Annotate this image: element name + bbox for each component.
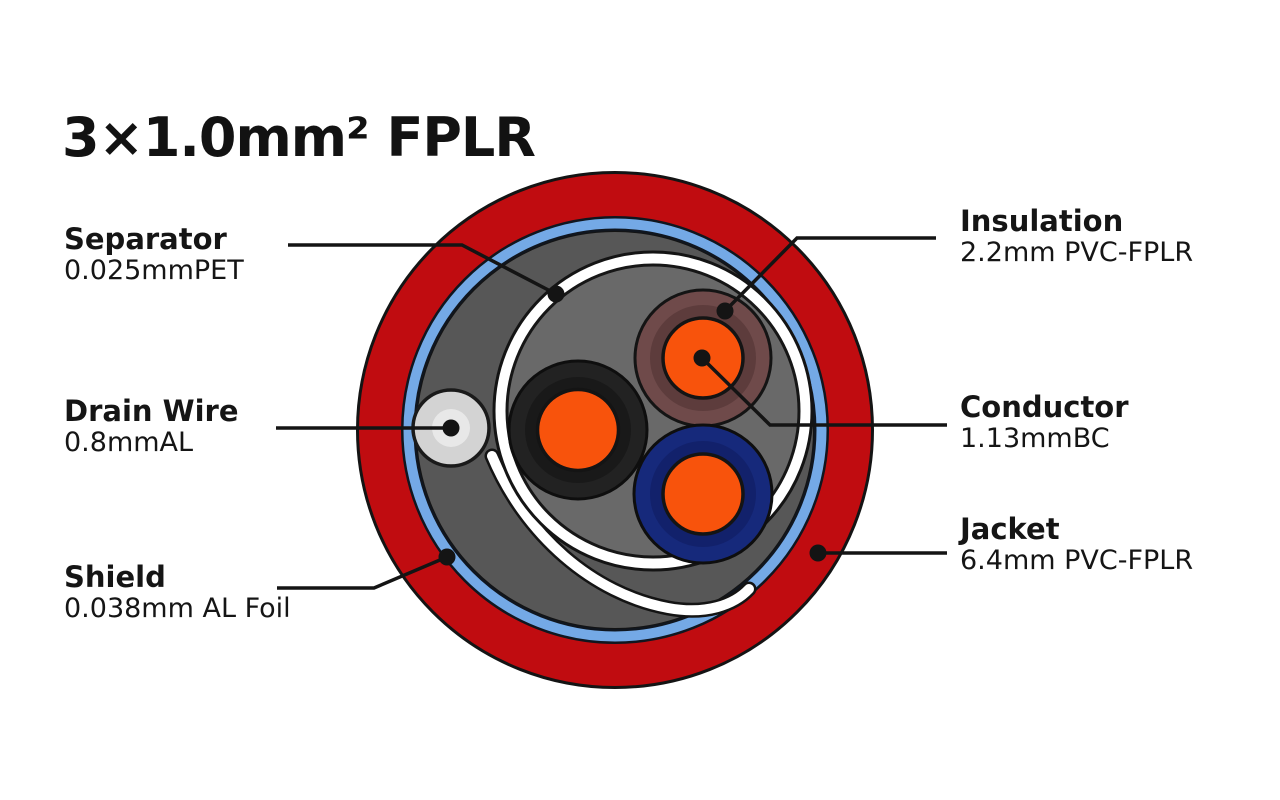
separator-label-spec: 0.025mmPET	[64, 255, 244, 286]
leader-line-shield	[277, 555, 448, 590]
leader-dot-separator	[547, 285, 565, 303]
conductor-label-spec: 1.13mmBC	[960, 423, 1110, 454]
leader-dot-insulation	[716, 302, 734, 320]
jacket-label-title: Jacket	[960, 512, 1060, 546]
conductor-label: Conductor 1.13mmBC	[960, 390, 1129, 455]
conductor-label-title: Conductor	[960, 390, 1129, 424]
shield-label-spec: 0.038mm AL Foil	[64, 593, 291, 624]
leader-lines	[276, 236, 947, 590]
separator-label-title: Separator	[64, 222, 227, 256]
conductor-navy	[632, 423, 774, 565]
leader-dots	[438, 285, 827, 566]
leader-line-insulation	[723, 236, 936, 313]
drain-wire-label: Drain Wire 0.8mmAL	[64, 394, 239, 459]
shield-foil-ring	[403, 218, 827, 642]
figure-title: 3×1.0mm² FPLR	[62, 106, 536, 169]
drain-wire-label-title: Drain Wire	[64, 394, 239, 428]
separator-tape-overlap	[487, 451, 754, 616]
conductor-core-navy	[661, 452, 745, 536]
shield-label: Shield 0.038mm AL Foil	[64, 560, 291, 625]
drain-wire-label-spec: 0.8mmAL	[64, 427, 194, 458]
insulation-label: Insulation 2.2mm PVC-FPLR	[960, 204, 1194, 269]
shield-label-title: Shield	[64, 560, 166, 594]
leader-line-separator	[288, 243, 557, 296]
jacket-label: Jacket 6.4mm PVC-FPLR	[960, 512, 1194, 577]
leader-dot-jacket	[809, 544, 827, 562]
conductor-core-black	[535, 387, 621, 473]
conductor-black	[507, 359, 649, 501]
jacket-label-spec: 6.4mm PVC-FPLR	[960, 545, 1194, 576]
leader-dot-drain-wire	[442, 419, 460, 437]
leader-dot-shield	[438, 548, 456, 566]
separator-ring	[495, 253, 811, 569]
leader-line-conductor	[700, 356, 947, 427]
separator-label: Separator 0.025mmPET	[64, 222, 244, 287]
insulation-label-title: Insulation	[960, 204, 1124, 238]
leader-dot-conductor	[693, 349, 711, 367]
cable-body	[356, 171, 874, 689]
insulation-label-spec: 2.2mm PVC-FPLR	[960, 237, 1194, 268]
